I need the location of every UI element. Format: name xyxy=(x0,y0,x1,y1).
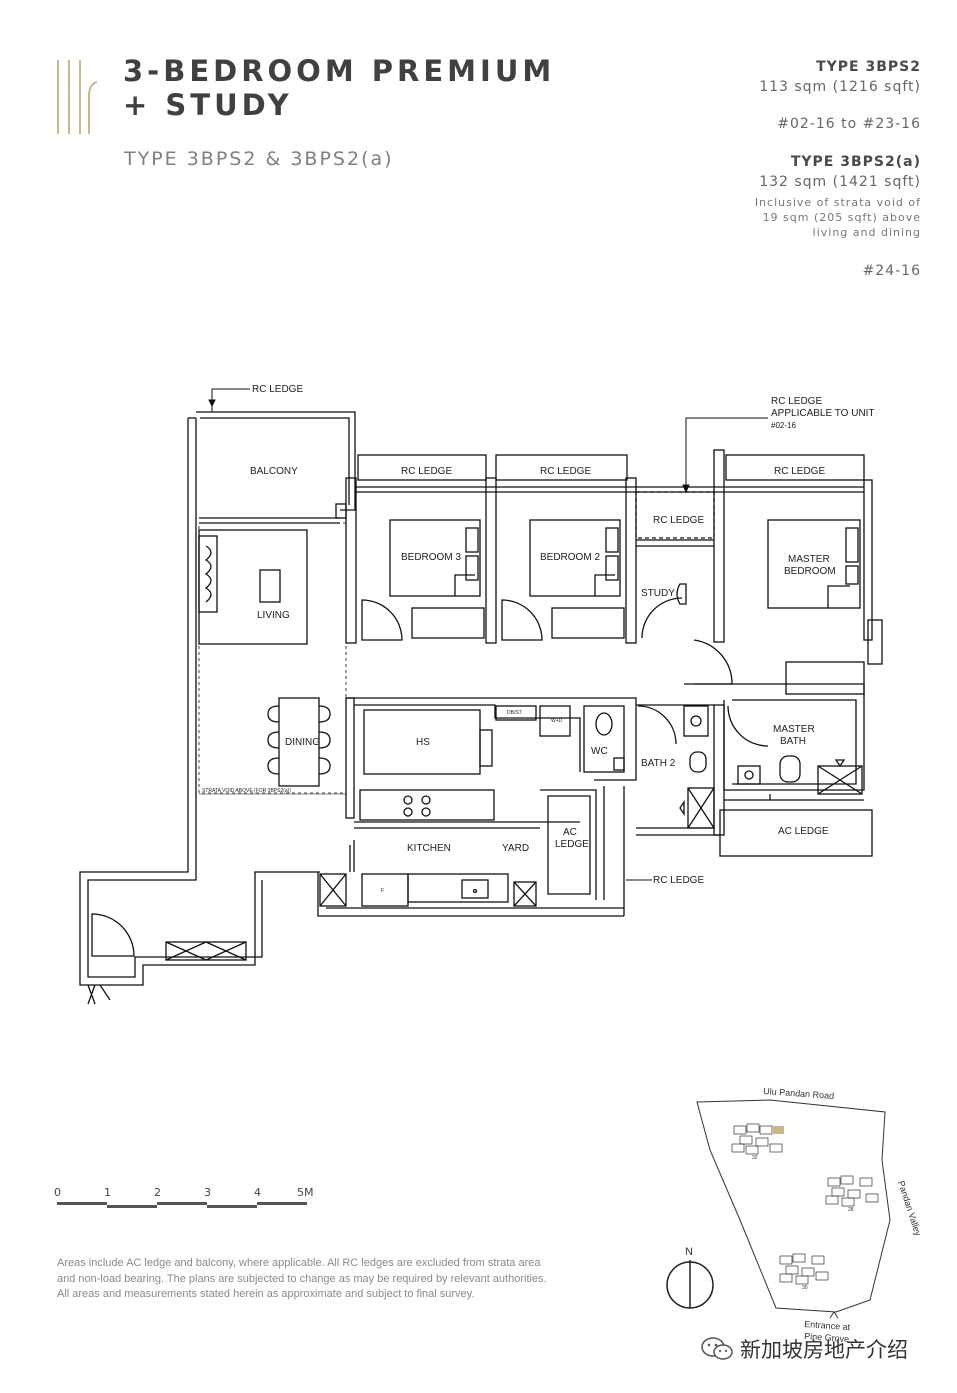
unit-note-line-1: Inclusive of strata void of xyxy=(754,196,921,209)
scale-label-2: 2 xyxy=(154,1186,161,1199)
unit-range-1: #02-16 to #23-16 xyxy=(777,116,921,132)
scale-label-4: 4 xyxy=(254,1186,261,1199)
scale-bar: 0 1 2 3 4 5M xyxy=(54,1186,314,1208)
site-block-top-label: 32 xyxy=(752,1155,758,1161)
label-rc-ledge-applicable-2: APPLICABLE TO UNIT xyxy=(771,408,875,419)
disclaimer: Areas include AC ledge and balcony, wher… xyxy=(57,1257,547,1300)
label-balcony: BALCONY xyxy=(250,466,298,477)
site-unit-highlight xyxy=(772,1126,784,1134)
label-rc-ledge-applicable-3: #02-16 xyxy=(771,421,796,430)
label-fridge: F xyxy=(381,888,384,894)
north-label: N xyxy=(685,1246,693,1258)
label-ac-ledge-kitchen-1: AC xyxy=(563,827,577,838)
label-hs: HS xyxy=(416,737,430,748)
site-road-top: Ulu Pandan Road xyxy=(763,1086,835,1101)
label-rc-ledge-bottom: RC LEDGE xyxy=(653,875,704,886)
label-wd: W+D xyxy=(551,718,563,724)
label-study: STUDY xyxy=(641,588,675,599)
unit-type-2: TYPE 3BPS2(a) xyxy=(790,154,921,170)
label-ac-ledge-master: AC LEDGE xyxy=(778,826,829,837)
label-master-bath-2: BATH xyxy=(780,736,806,747)
label-ac-ledge-kitchen-2: LEDGE xyxy=(555,839,589,850)
floor-plan: RC LEDGE RC LEDGE APPLICABLE TO UNIT #02… xyxy=(79,384,883,1005)
label-rc-ledge-b3: RC LEDGE xyxy=(401,466,452,477)
label-living: LIVING xyxy=(257,610,290,621)
page-title: 3-BEDROOM PREMIUM + STUDY xyxy=(123,54,555,122)
wechat-icon xyxy=(701,1337,733,1360)
site-plan: Ulu Pandan Road Pandan Valley Entrance a… xyxy=(666,1086,923,1344)
unit-note-line-2: 19 sqm (205 sqft) above xyxy=(762,211,921,224)
label-strata-void: STRATA VOID ABOVE (FOR 3BPS2(a)) xyxy=(202,788,291,794)
label-bedroom2: BEDROOM 2 xyxy=(540,552,600,563)
watermark-text: 新加坡房地产介绍 xyxy=(740,1338,908,1362)
label-kitchen: KITCHEN xyxy=(407,843,451,854)
label-dbst: DB/ST xyxy=(507,710,522,716)
unit-note-line-3: living and dining xyxy=(812,226,921,239)
unit-area-1: 113 sqm (1216 sqft) xyxy=(759,79,921,95)
brand-logo xyxy=(57,60,98,134)
site-block-bottom xyxy=(779,1253,829,1285)
title-line-2: + STUDY xyxy=(123,88,293,122)
label-rc-ledge-b2: RC LEDGE xyxy=(540,466,591,477)
scale-label-0: 0 xyxy=(54,1186,61,1199)
label-master-bedroom-2: BEDROOM xyxy=(784,566,836,577)
unit-range-2: #24-16 xyxy=(862,263,921,279)
site-block-mid xyxy=(825,1175,879,1207)
title-line-1: 3-BEDROOM PREMIUM xyxy=(123,54,556,88)
label-bath2: BATH 2 xyxy=(641,758,676,769)
watermark: 新加坡房地产介绍 xyxy=(700,1334,908,1364)
label-yard: YARD xyxy=(502,843,529,854)
label-bedroom3: BEDROOM 3 xyxy=(401,552,461,563)
label-master-bath-1: MASTER xyxy=(773,724,815,735)
site-road-right: Pandan Valley xyxy=(896,1180,923,1238)
label-rc-ledge-master: RC LEDGE xyxy=(774,466,825,477)
scale-label-1: 1 xyxy=(104,1186,111,1199)
scale-label-3: 3 xyxy=(204,1186,211,1199)
site-block-mid-label: 28 xyxy=(848,1207,854,1213)
label-wc: WC xyxy=(591,746,608,757)
label-dining: DINING xyxy=(285,737,320,748)
label-rc-ledge-study: RC LEDGE xyxy=(653,515,704,526)
unit-area-2: 132 sqm (1421 sqft) xyxy=(759,174,921,190)
scale-label-5: 5M xyxy=(297,1186,314,1199)
label-master-bedroom-1: MASTER xyxy=(788,554,830,565)
site-entrance-2: Pine Grove xyxy=(804,1331,850,1344)
label-rc-ledge-top: RC LEDGE xyxy=(252,384,303,395)
site-entrance-1: Entrance at xyxy=(804,1319,851,1332)
label-rc-ledge-applicable-1: RC LEDGE xyxy=(771,396,822,407)
site-block-bottom-label: 30 xyxy=(802,1285,808,1291)
page-subtitle: TYPE 3BPS2 & 3BPS2(a) xyxy=(124,148,394,170)
unit-type-1: TYPE 3BPS2 xyxy=(816,59,921,75)
